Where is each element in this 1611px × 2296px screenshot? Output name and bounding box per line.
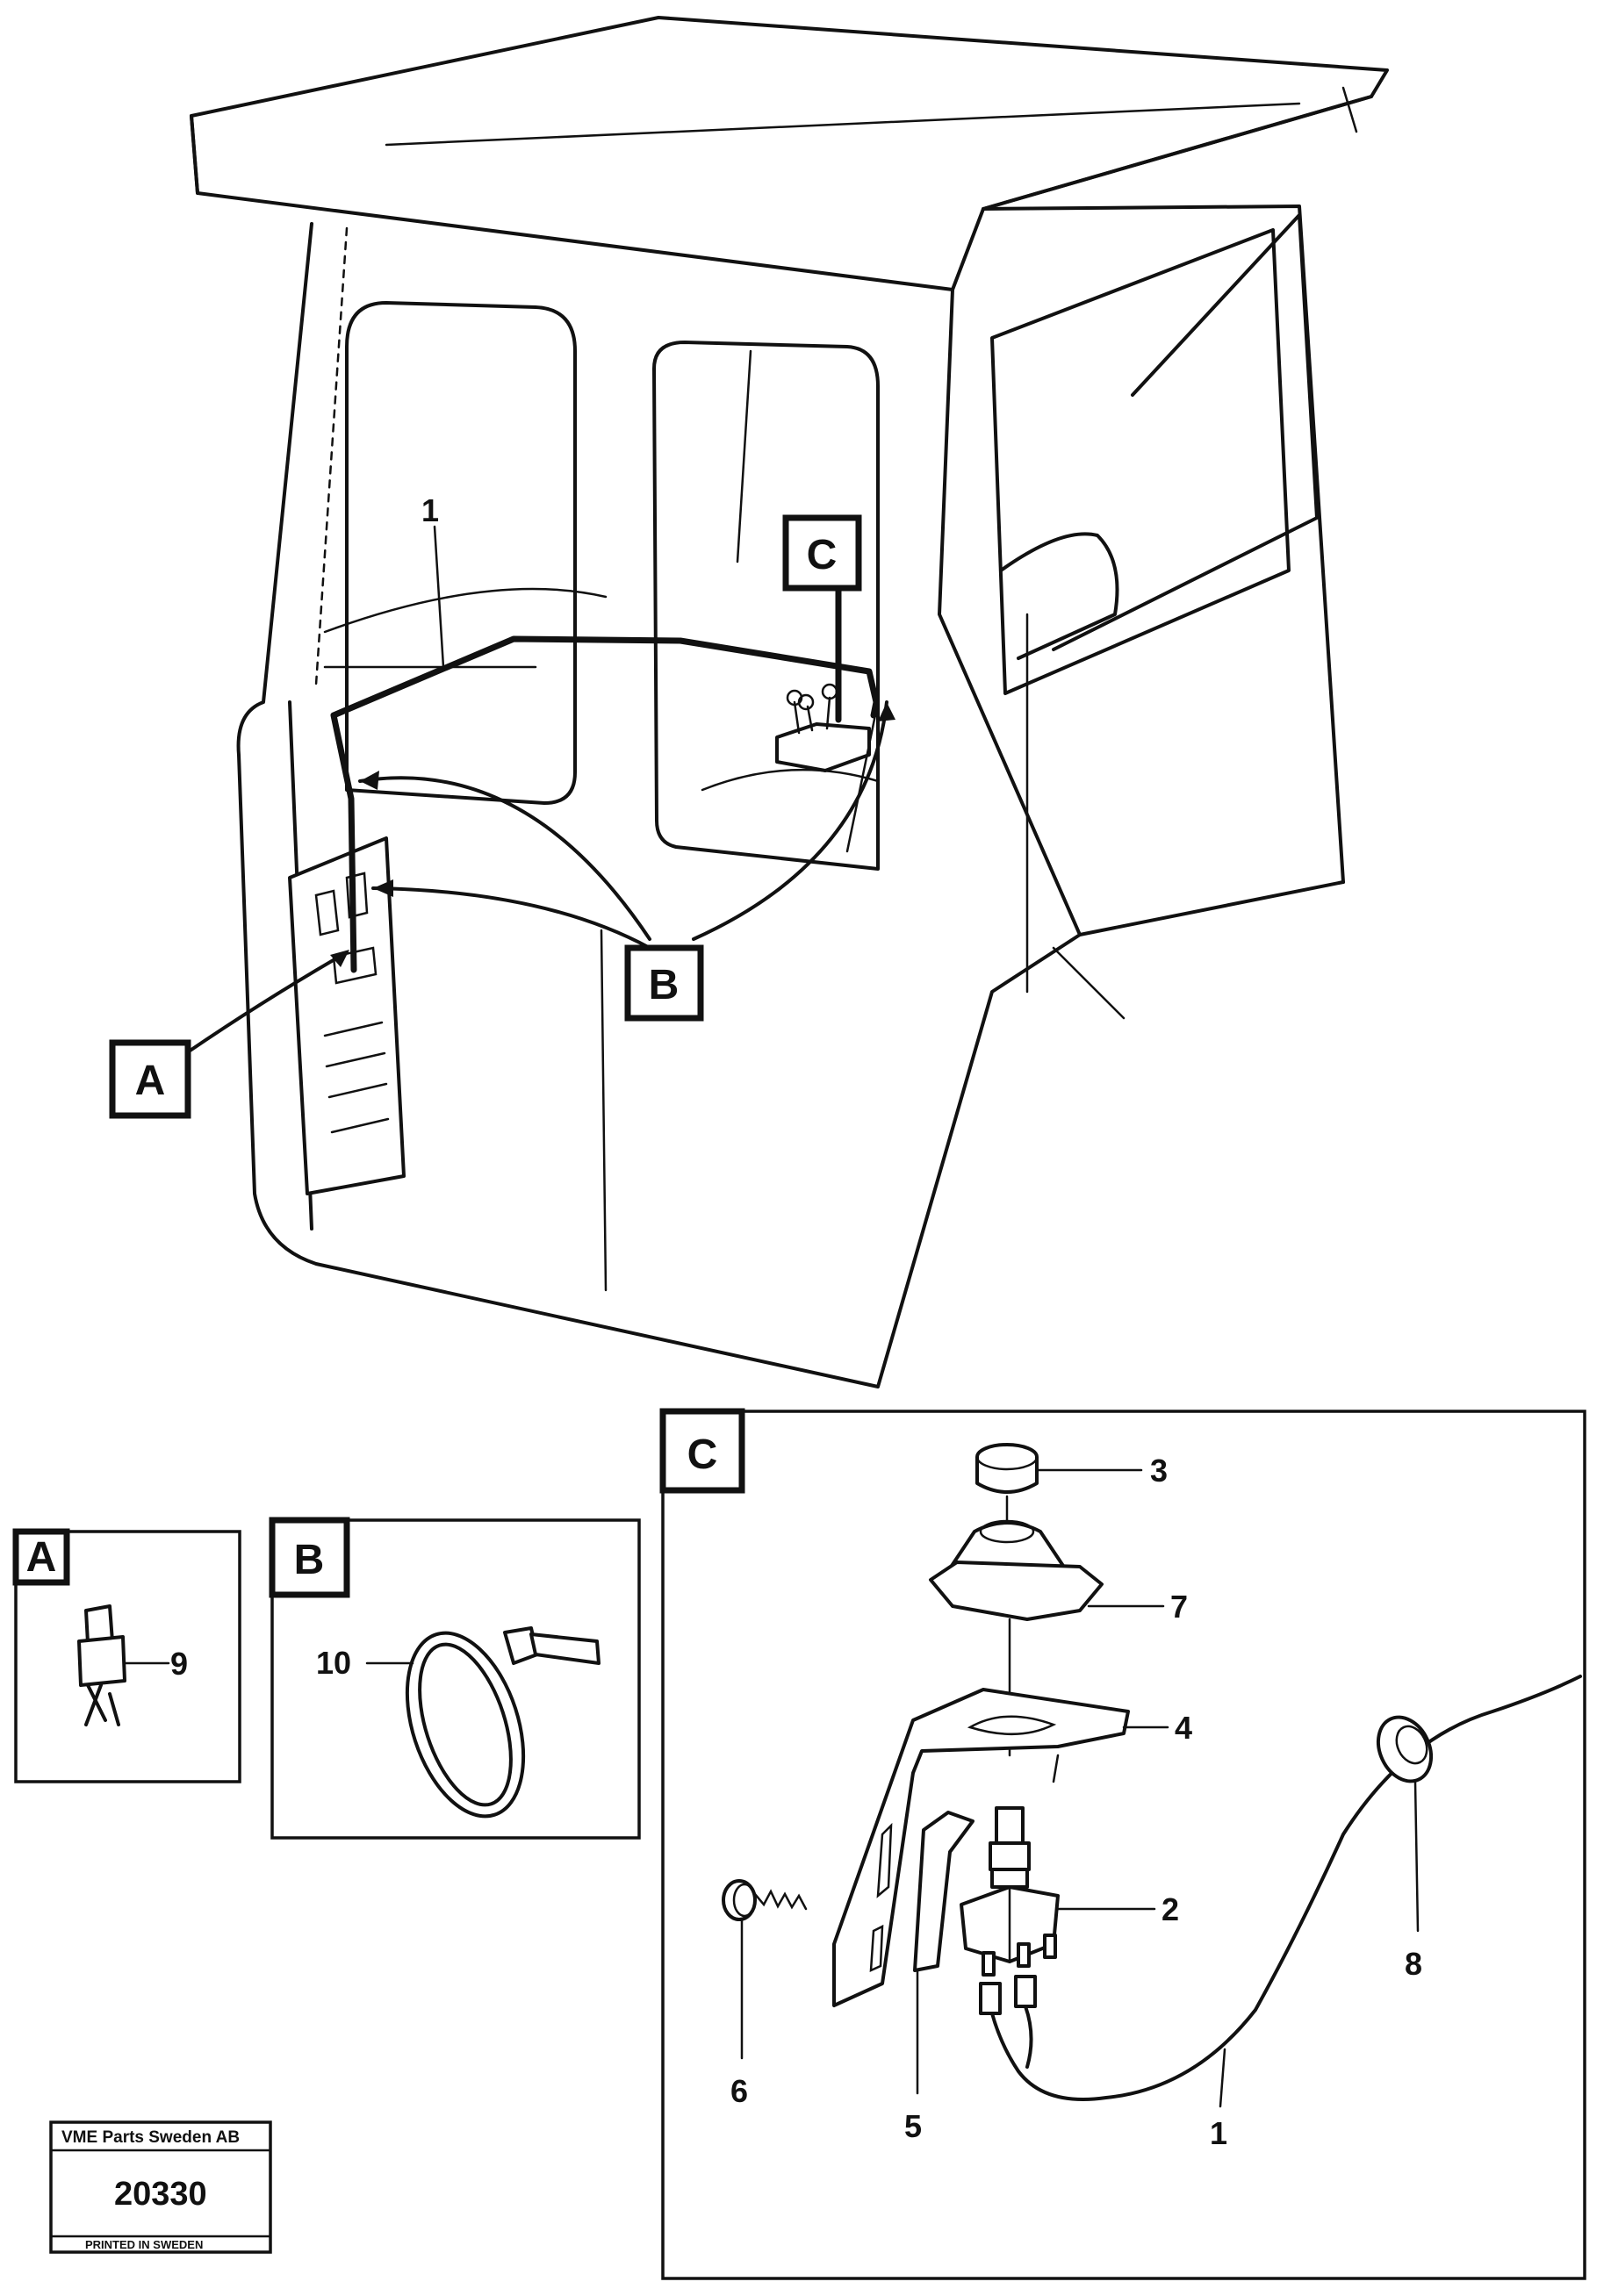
push-switch xyxy=(960,1806,1060,1977)
callout-1-overview: 1 xyxy=(421,492,439,528)
cable-connectors xyxy=(979,1975,1037,2015)
callout-8: 8 xyxy=(1405,1946,1422,1982)
callout-5: 5 xyxy=(904,2108,922,2144)
view-marker-c-overview: C xyxy=(782,514,862,592)
parts-stamp: VME Parts Sweden AB 20330 PRINTED IN SWE… xyxy=(49,2120,272,2254)
view-marker-a-overview: A xyxy=(109,1039,191,1119)
cable-tie xyxy=(405,1626,601,1819)
svg-text:B: B xyxy=(649,962,680,1008)
cab-body xyxy=(236,204,1345,1388)
callout-3: 3 xyxy=(1150,1453,1168,1489)
callout-7: 7 xyxy=(1170,1589,1188,1625)
callout-6: 6 xyxy=(730,2073,748,2109)
stamp-printed: PRINTED IN SWEDEN xyxy=(85,2238,203,2251)
switch-cable xyxy=(990,1675,1582,2101)
cab-overview: 1 C B A xyxy=(109,16,1389,1388)
wiring-harness xyxy=(330,635,880,973)
cab-roof xyxy=(190,16,1389,291)
callout-1-detail: 1 xyxy=(1210,2115,1227,2151)
svg-text:C: C xyxy=(807,532,838,578)
stamp-number: 20330 xyxy=(114,2176,207,2213)
stamp-company: VME Parts Sweden AB xyxy=(61,2128,240,2147)
svg-text:A: A xyxy=(135,1058,166,1104)
spacer-plate xyxy=(913,1811,975,1972)
switch-cap xyxy=(975,1443,1039,1494)
switch-box xyxy=(775,683,871,772)
detail-a-letter: A xyxy=(26,1534,57,1581)
detail-a: A 9 xyxy=(12,1528,241,1783)
callout-9: 9 xyxy=(170,1646,188,1682)
screw xyxy=(722,1879,808,1921)
detail-c: C 3 7 4 xyxy=(659,1408,1586,2280)
callout-2: 2 xyxy=(1162,1891,1179,1927)
grommet xyxy=(1376,1715,1434,1783)
connector-clip xyxy=(77,1604,126,1726)
rubber-boot xyxy=(929,1519,1104,1621)
callout-10: 10 xyxy=(316,1645,351,1681)
detail-c-letter: C xyxy=(687,1431,718,1478)
callout-4: 4 xyxy=(1175,1710,1192,1746)
detail-b-letter: B xyxy=(294,1537,325,1583)
mounting-bracket xyxy=(832,1688,1130,2007)
view-marker-b-overview: B xyxy=(624,944,704,1022)
detail-b: B 10 xyxy=(269,1517,641,1840)
